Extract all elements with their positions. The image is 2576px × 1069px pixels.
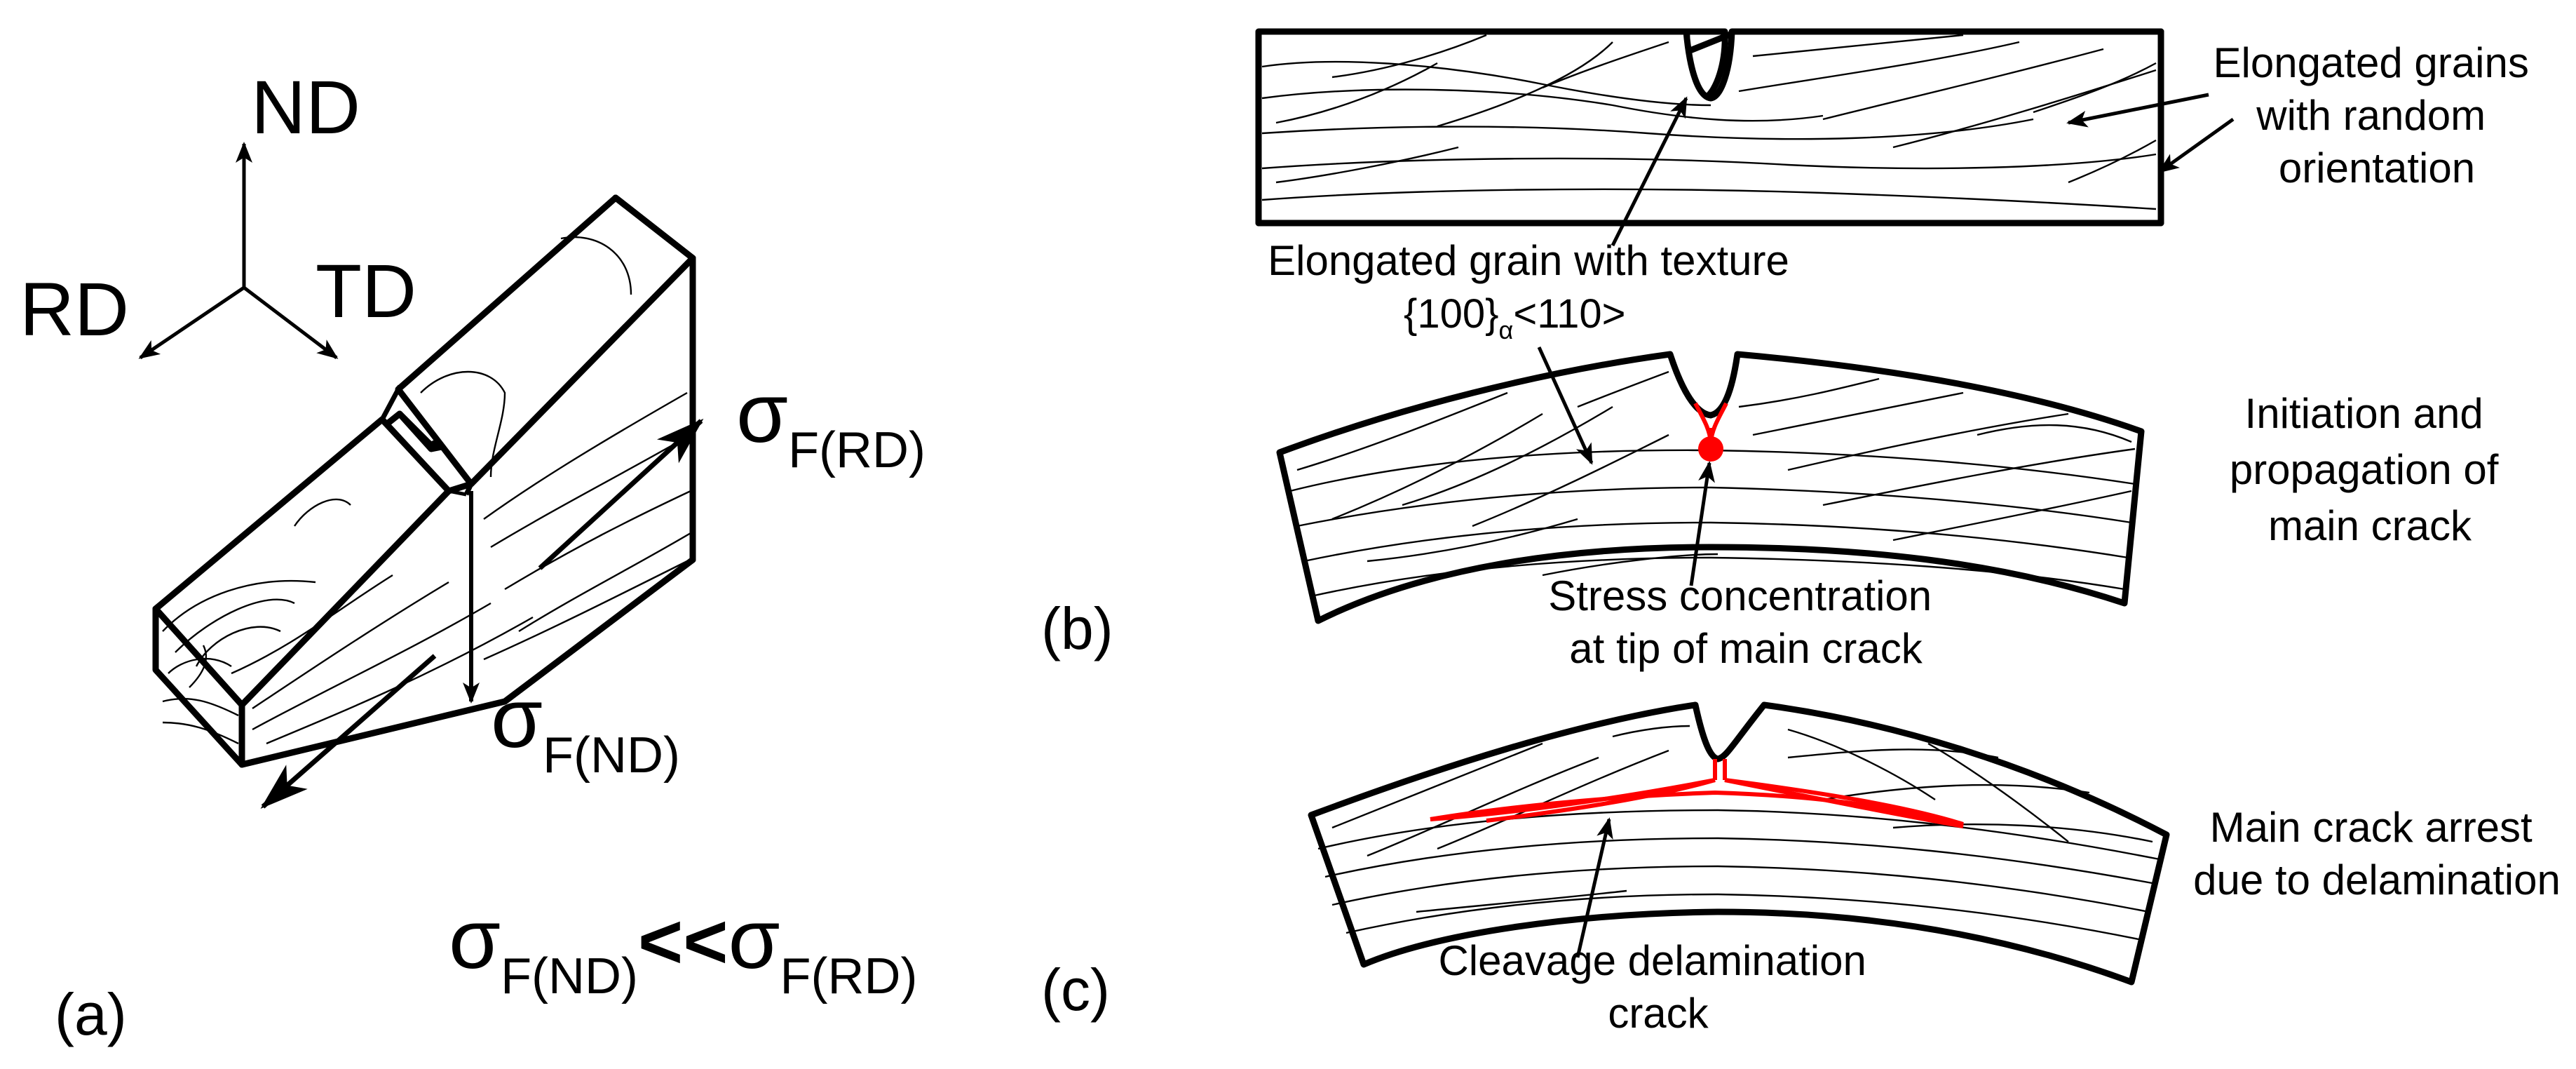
relation-left-sub: F(ND) (501, 948, 638, 1004)
label-texture-formula: {100}α<110> (1404, 291, 1626, 344)
label-arrest: Main crack arrest due to delamination (2193, 804, 2561, 903)
formula-braces: {100} (1404, 291, 1499, 337)
label-cleavage-line2: crack (1608, 990, 1709, 1037)
axis-label-td: TD (316, 248, 416, 333)
label-stress-concentration: Stress concentration at tip of main crac… (1548, 572, 1944, 672)
relation-operator: << (638, 899, 728, 985)
panel-a-tag: (a) (55, 981, 127, 1047)
label-texture: Elongated grain with texture (1268, 237, 1789, 284)
relation-left-sigma: σ (449, 892, 501, 986)
formula-alpha: α (1499, 316, 1514, 344)
stress-arrow-rd-back (260, 654, 437, 809)
axes-triad (138, 142, 339, 360)
label-stress-conc-line2: at tip of main crack (1569, 625, 1923, 672)
stress-rd-sub: F(RD) (788, 422, 926, 478)
label-cleavage: Cleavage delamination crack (1438, 937, 1878, 1037)
panel-a: ND RD TD (20, 65, 926, 1047)
label-elongated-random-line2: with random (2256, 92, 2486, 139)
crack-tip-dot (1698, 436, 1723, 462)
panel-b-top-specimen (1255, 28, 2164, 227)
panel-c-tag: (c) (1041, 957, 1110, 1023)
annotation-arrows (1537, 93, 2235, 958)
label-stress-conc-line1: Stress concentration (1548, 572, 1932, 619)
stress-label-nd: σF(ND) (491, 671, 680, 784)
relation-right-sub: F(RD) (780, 948, 918, 1004)
stress-rd-sigma: σ (736, 366, 788, 460)
label-elongated-random-line3: orientation (2279, 144, 2475, 191)
label-initiation-line1: Initiation and (2245, 390, 2483, 437)
label-arrest-line1: Main crack arrest (2210, 804, 2533, 851)
specimen-bar (152, 194, 696, 768)
label-cleavage-line1: Cleavage delamination (1438, 937, 1866, 984)
label-elongated-random: Elongated grains with random orientation (2214, 39, 2541, 191)
stress-relation: σF(ND)<<σF(RD) (449, 892, 917, 1004)
panel-c-bent-specimen (1308, 701, 2170, 986)
panel-b-bent-specimen (1276, 351, 2145, 624)
label-initiation-line2: propagation of (2230, 446, 2499, 493)
label-arrest-line2: due to delamination (2193, 856, 2561, 903)
label-initiation-line3: main crack (2268, 502, 2472, 549)
stress-nd-sigma: σ (491, 671, 543, 765)
stress-arrow-rd (538, 418, 704, 570)
panel-b-tag: (b) (1041, 596, 1113, 661)
relation-right-sigma: σ (728, 892, 780, 986)
formula-direction: <110> (1513, 291, 1625, 337)
stress-label-rd: σF(RD) (736, 366, 926, 478)
delamination-crack (1430, 759, 1964, 828)
label-initiation: Initiation and propagation of main crack (2230, 390, 2510, 549)
axis-label-nd: ND (251, 65, 360, 149)
label-elongated-random-line1: Elongated grains (2214, 39, 2529, 86)
stress-nd-sub: F(ND) (543, 727, 680, 784)
axis-label-rd: RD (20, 267, 129, 351)
